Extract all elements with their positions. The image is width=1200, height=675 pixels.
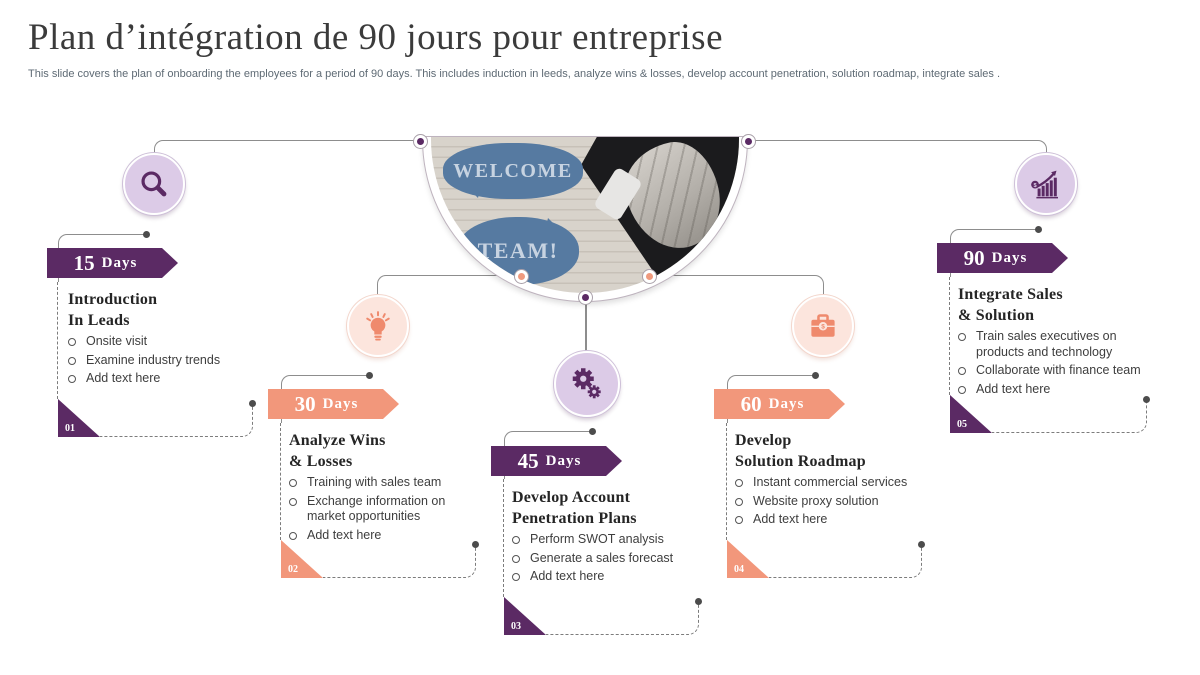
number-triangle: 05 xyxy=(950,395,992,433)
lightbulb-icon xyxy=(366,311,390,341)
bullet-item: Examine industry trends xyxy=(64,353,264,369)
bullet-item: Generate a sales forecast xyxy=(508,551,708,567)
dashed-connector xyxy=(769,545,922,578)
milestone-bullets: Train sales executives on products and t… xyxy=(954,329,1159,401)
dashed-left-border xyxy=(726,423,727,540)
center-half-circle: WELCOME TEAM! xyxy=(423,137,747,301)
days-number: 60 xyxy=(740,391,762,416)
frame-end-dot xyxy=(812,372,819,379)
dashed-connector xyxy=(323,545,476,578)
bullet-item: Instant commercial services xyxy=(731,475,931,491)
milestone-number: 01 xyxy=(65,423,75,434)
bullet-item: Add text here xyxy=(731,512,931,528)
milestone-number: 05 xyxy=(957,419,967,430)
connector-end-dot xyxy=(1143,396,1150,403)
days-unit: Days xyxy=(545,452,582,469)
milestone-title: Develop Solution Roadmap xyxy=(735,432,866,471)
connector-line-left-top xyxy=(154,140,421,156)
svg-text:$: $ xyxy=(1033,183,1037,189)
milestone-bullets: Perform SWOT analysis Generate a sales f… xyxy=(508,532,708,588)
bullet-item: Training with sales team xyxy=(285,475,485,491)
days-ribbon: 90 Days xyxy=(937,243,1068,273)
milestone-title: Introduction In Leads xyxy=(68,291,158,330)
magnifier-icon xyxy=(141,171,167,197)
connector-line-right-top xyxy=(748,140,1047,154)
number-triangle: 04 xyxy=(727,540,769,578)
connector-end-dot xyxy=(695,598,702,605)
bullet-item: Train sales executives on products and t… xyxy=(954,329,1159,360)
days-number: 45 xyxy=(517,448,539,473)
days-number: 90 xyxy=(963,245,985,270)
welcome-handshake-photo: WELCOME TEAM! xyxy=(431,137,739,293)
days-unit: Days xyxy=(991,249,1028,266)
ring-node-dot xyxy=(642,269,657,284)
dashed-left-border xyxy=(949,277,950,395)
connector-line-center xyxy=(585,296,587,353)
briefcase-icon: $ xyxy=(811,314,835,337)
speech-bubble-welcome: WELCOME xyxy=(443,143,583,199)
dashed-connector xyxy=(992,400,1147,433)
milestone-number: 04 xyxy=(734,564,744,575)
milestone-bullets: Training with sales team Exchange inform… xyxy=(285,475,485,547)
days-unit: Days xyxy=(322,395,359,412)
ring-node-dot xyxy=(413,134,428,149)
bubble-team-text: TEAM! xyxy=(477,238,559,263)
page-title: Plan d’intégration de 90 jours pour entr… xyxy=(28,17,723,58)
milestone-bullets: Instant commercial services Website prox… xyxy=(731,475,931,531)
days-ribbon: 15 Days xyxy=(47,248,178,278)
bullet-item: Add text here xyxy=(508,569,708,585)
milestone-icon-circle-60-days: $ xyxy=(792,295,854,357)
milestone-icon-circle-90-days: $ xyxy=(1015,153,1077,215)
connector-end-dot xyxy=(249,400,256,407)
bullet-item: Add text here xyxy=(285,528,485,544)
milestone-title: Integrate Sales & Solution xyxy=(958,286,1063,325)
number-triangle: 03 xyxy=(504,597,546,635)
number-triangle: 01 xyxy=(58,399,100,437)
ring-node-dot xyxy=(578,290,593,305)
dashed-left-border xyxy=(280,423,281,540)
days-ribbon: 45 Days xyxy=(491,446,622,476)
frame-end-dot xyxy=(366,372,373,379)
milestone-number: 02 xyxy=(288,564,298,575)
bullet-item: Website proxy solution xyxy=(731,494,931,510)
gears-icon xyxy=(572,368,601,399)
days-ribbon: 30 Days xyxy=(268,389,399,419)
days-number: 30 xyxy=(294,391,316,416)
milestone-icon-circle-45-days xyxy=(554,351,620,417)
frame-end-dot xyxy=(1035,226,1042,233)
bullet-item: Onsite visit xyxy=(64,334,264,350)
svg-text:$: $ xyxy=(821,324,825,331)
slide-subtitle: This slide covers the plan of onboarding… xyxy=(28,68,1001,80)
milestone-number: 03 xyxy=(511,621,521,632)
ring-node-dot xyxy=(741,134,756,149)
dashed-connector xyxy=(100,404,253,437)
dashed-left-border xyxy=(57,282,58,399)
frame-end-dot xyxy=(589,428,596,435)
ring-node-dot xyxy=(514,269,529,284)
days-ribbon: 60 Days xyxy=(714,389,845,419)
frame-end-dot xyxy=(143,231,150,238)
milestone-icon-circle-30-days xyxy=(347,295,409,357)
days-unit: Days xyxy=(768,395,805,412)
bullet-item: Exchange information on market opportuni… xyxy=(285,494,485,525)
milestone-icon-circle-15-days xyxy=(123,153,185,215)
milestone-title: Analyze Wins & Losses xyxy=(289,432,386,471)
milestone-bullets: Onsite visit Examine industry trends Add… xyxy=(64,334,264,390)
dashed-left-border xyxy=(503,479,504,597)
dashed-connector xyxy=(546,602,699,635)
connector-end-dot xyxy=(472,541,479,548)
days-unit: Days xyxy=(101,254,138,271)
bullet-item: Perform SWOT analysis xyxy=(508,532,708,548)
bubble-welcome-text: WELCOME xyxy=(453,159,573,182)
bullet-item: Add text here xyxy=(64,371,264,387)
bullet-item: Add text here xyxy=(954,382,1159,398)
bullet-item: Collaborate with finance team xyxy=(954,363,1159,379)
growth-chart-icon: $ xyxy=(1031,170,1058,199)
days-number: 15 xyxy=(73,250,95,275)
milestone-title: Develop Account Penetration Plans xyxy=(512,489,637,528)
connector-line-left-bottom xyxy=(377,275,522,297)
connector-end-dot xyxy=(918,541,925,548)
